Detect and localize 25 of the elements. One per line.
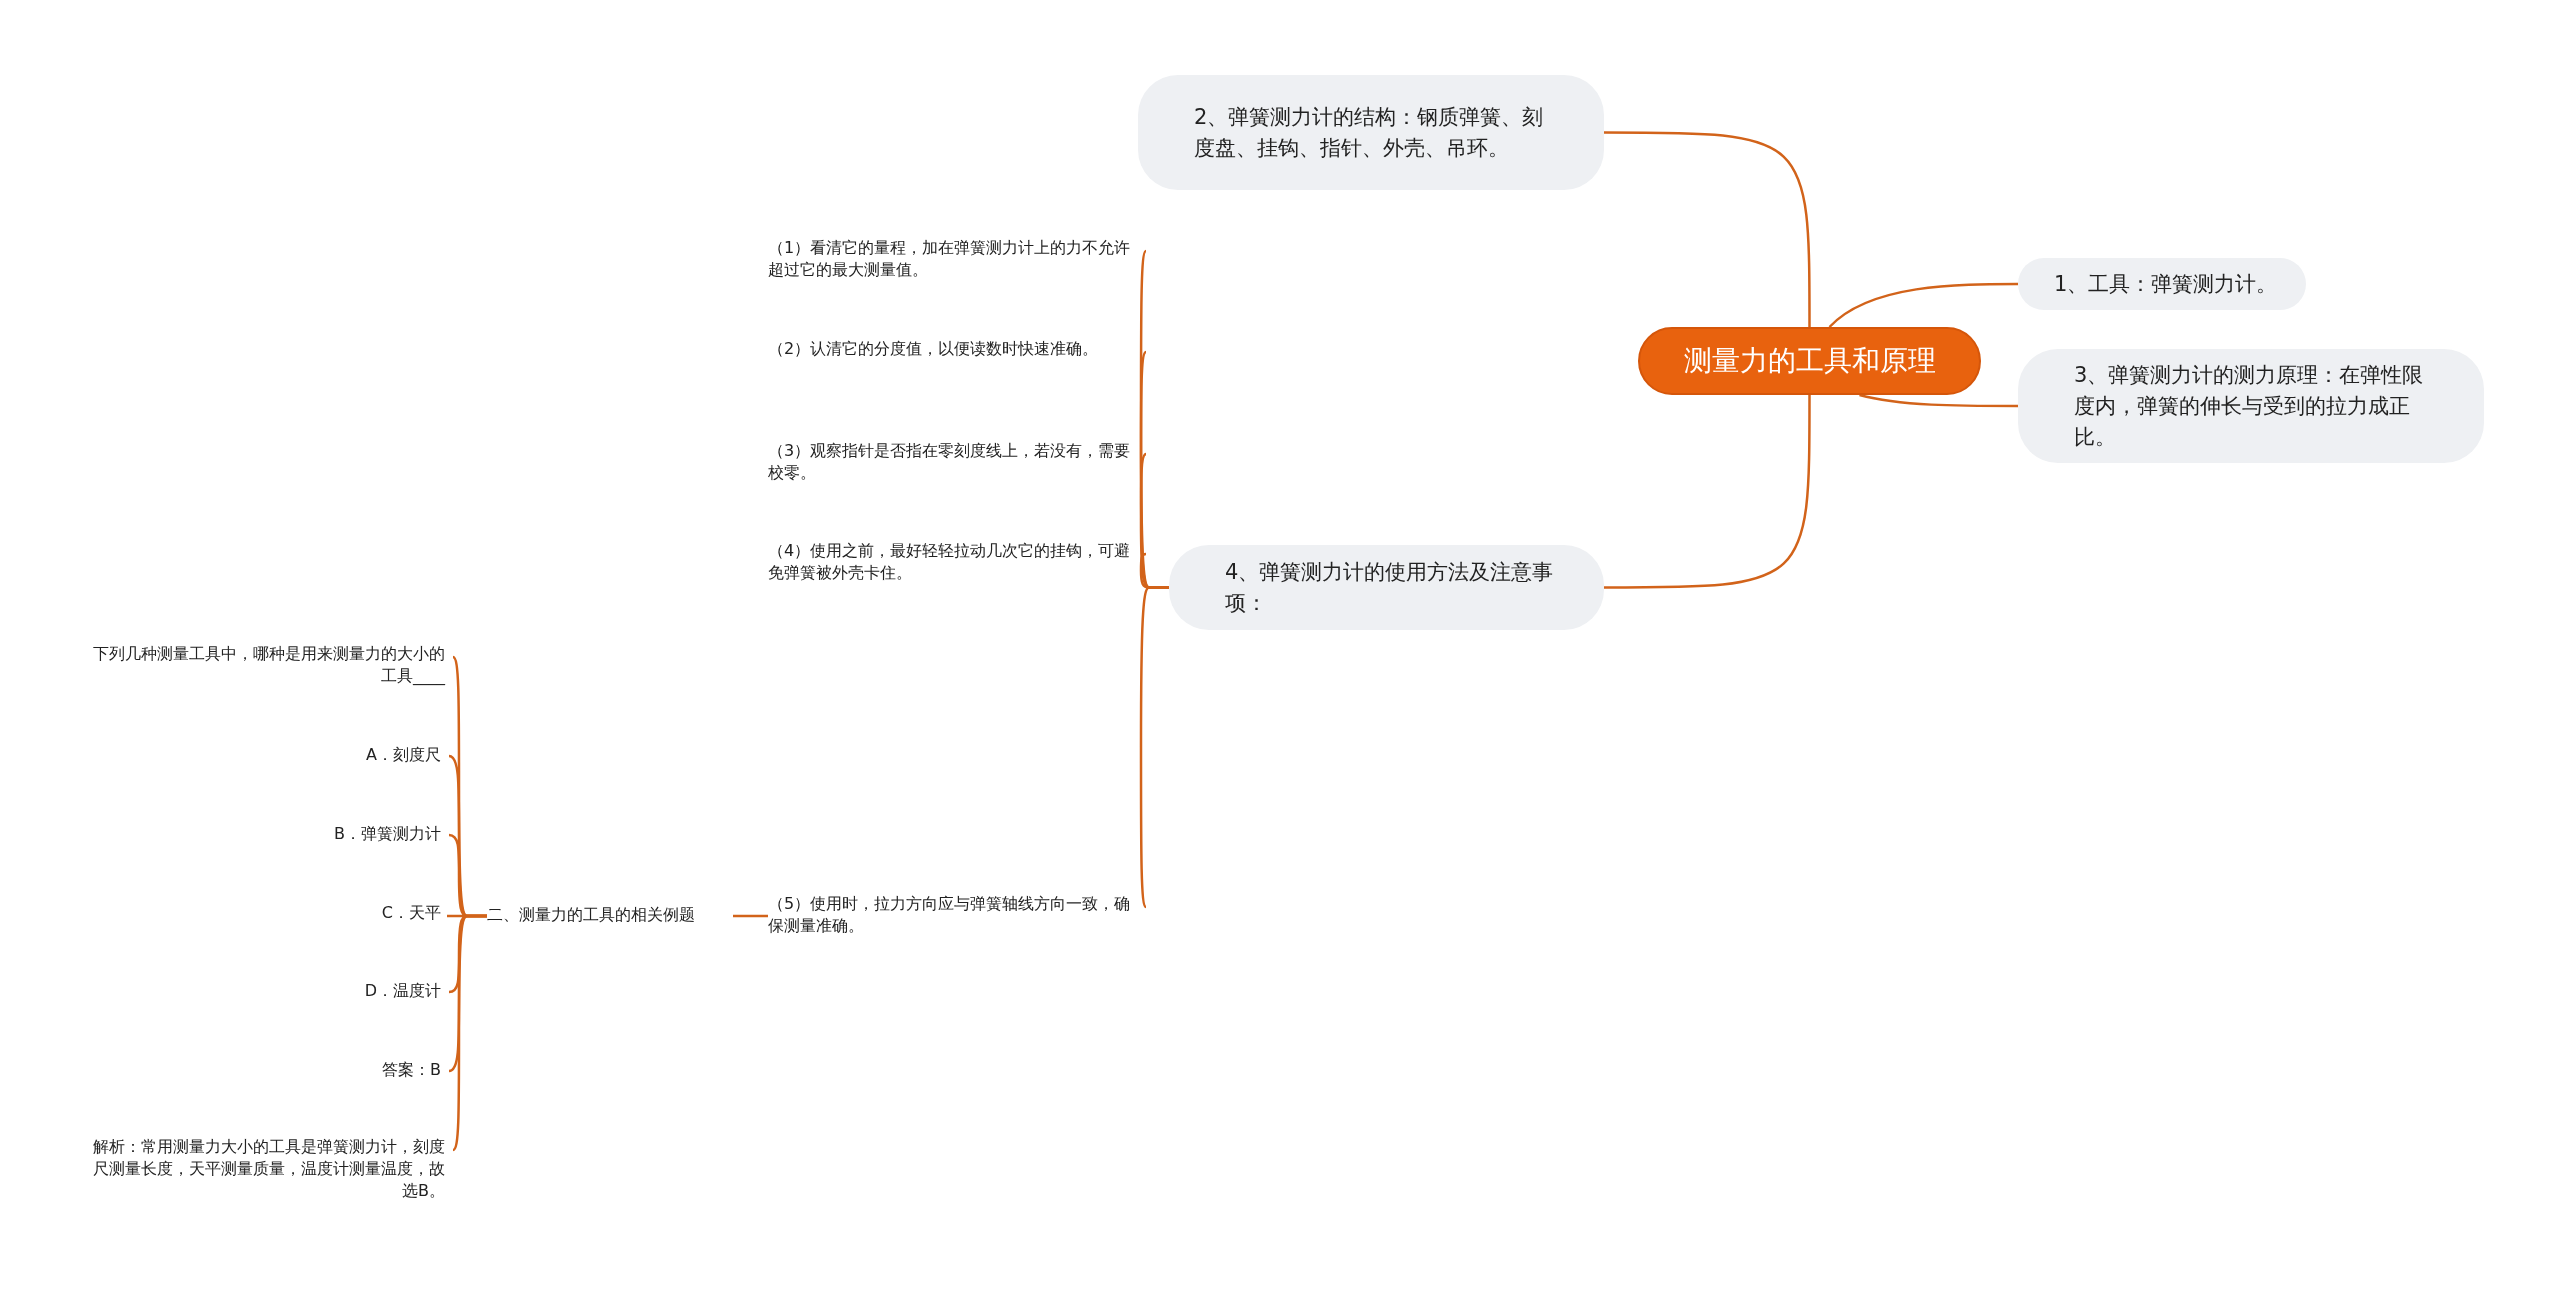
- subtopic-text: （4）使用之前，最好轻轻拉动几次它的挂钩，可避免弹簧被外壳卡住。: [768, 540, 1138, 584]
- topic-bubble: 3、弹簧测力计的测力原理：在弹性限度内，弹簧的伸长与受到的拉力成正比。: [2018, 349, 2484, 463]
- subtopic-text: B．弹簧测力计: [241, 823, 441, 845]
- topic-bubble: 2、弹簧测力计的结构：钢质弹簧、刻度盘、挂钩、指针、外壳、吊环。: [1138, 75, 1604, 190]
- subtopic-text: （2）认清它的分度值，以便读数时快速准确。: [768, 338, 1138, 360]
- central-topic: 测量力的工具和原理: [1638, 327, 1981, 395]
- subtopic-text: （3）观察指针是否指在零刻度线上，若没有，需要校零。: [768, 440, 1138, 484]
- connector-line: [733, 914, 768, 918]
- connector-line: [452, 914, 487, 1151]
- connector-line: [1139, 586, 1169, 908]
- subtopic-text: 答案：B: [241, 1059, 441, 1081]
- subtopic-text: （1）看清它的量程，加在弹簧测力计上的力不允许超过它的最大测量值。: [768, 237, 1138, 281]
- subtopic-text: 解析：常用测量力大小的工具是弹簧测力计，刻度尺测量长度，天平测量质量，温度计测量温度，故选B。: [85, 1136, 445, 1202]
- connector-line: [1604, 131, 1811, 327]
- subtopic-text: 二、测量力的工具的相关例题: [487, 904, 727, 926]
- connector-line: [1828, 282, 2018, 328]
- subtopic-text: （5）使用时，拉力方向应与弹簧轴线方向一致，确保测量准确。: [768, 893, 1138, 937]
- subtopic-text: 下列几种测量工具中，哪种是用来测量力的大小的工具____: [85, 643, 445, 687]
- connector-line: [1604, 395, 1811, 589]
- subtopic-text: A．刻度尺: [241, 744, 441, 766]
- subtopic-text: D．温度计: [241, 980, 441, 1002]
- connector-line: [1859, 393, 2018, 408]
- topic-bubble: 1、工具：弹簧测力计。: [2018, 258, 2306, 310]
- subtopic-text: C．天平: [241, 902, 441, 924]
- topic-bubble: 4、弹簧测力计的使用方法及注意事项：: [1169, 545, 1604, 630]
